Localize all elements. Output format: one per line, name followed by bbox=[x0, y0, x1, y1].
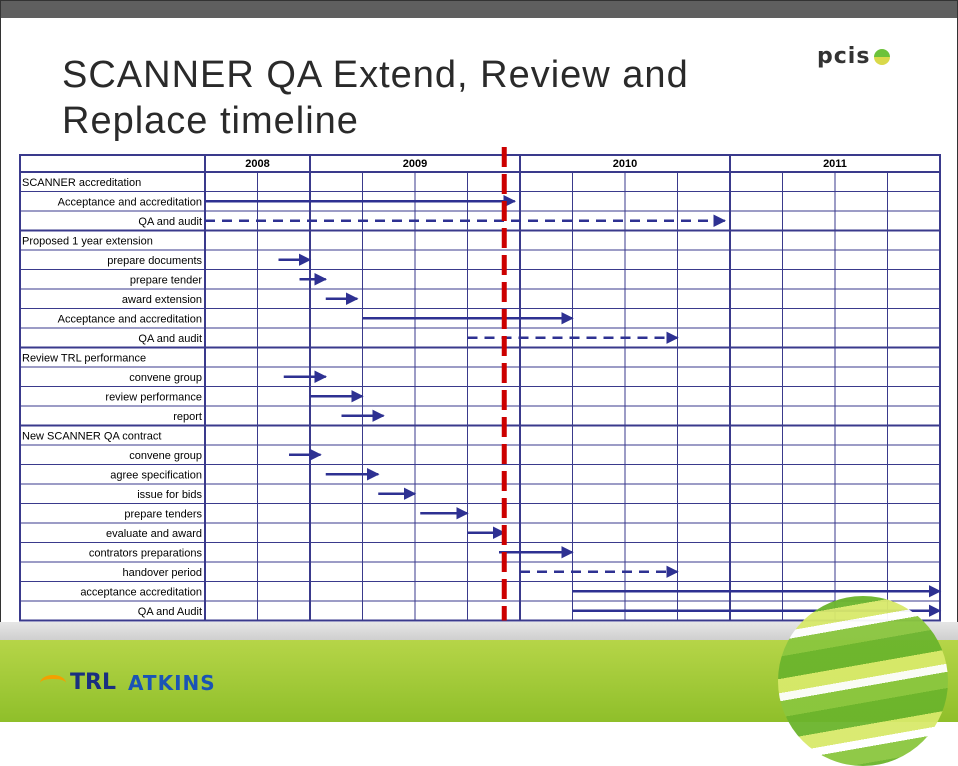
year-label: 2008 bbox=[245, 158, 269, 170]
atkins-logo: ATKINS bbox=[128, 671, 216, 695]
trl-logo: TRL bbox=[40, 670, 116, 695]
task-label: Acceptance and accreditation bbox=[58, 196, 202, 208]
task-label: QA and audit bbox=[138, 216, 202, 228]
trl-swoosh-icon bbox=[40, 675, 66, 691]
pcis-ball-icon bbox=[874, 49, 891, 65]
year-label: 2009 bbox=[403, 158, 427, 170]
group-label: New SCANNER QA contract bbox=[22, 430, 161, 442]
trl-logo-text: TRL bbox=[70, 670, 116, 695]
task-label: QA and audit bbox=[138, 333, 202, 345]
task-label: evaluate and award bbox=[106, 528, 202, 540]
task-label: agree specification bbox=[110, 469, 202, 481]
task-label: Acceptance and accreditation bbox=[58, 313, 202, 325]
task-label: award extension bbox=[122, 294, 202, 306]
task-label: handover period bbox=[122, 567, 202, 579]
group-label: SCANNER accreditation bbox=[22, 177, 141, 189]
pcis-logo: pcis bbox=[817, 44, 891, 69]
slide-title: SCANNER QA Extend, Review and Replace ti… bbox=[62, 54, 689, 142]
task-label: convene group bbox=[129, 450, 202, 462]
task-label: prepare documents bbox=[107, 255, 202, 267]
group-label: Proposed 1 year extension bbox=[22, 235, 153, 247]
task-label: prepare tenders bbox=[124, 508, 202, 520]
task-label: QA and Audit bbox=[138, 606, 202, 618]
task-label: issue for bids bbox=[137, 489, 202, 501]
pcis-logo-text: pcis bbox=[817, 44, 871, 69]
group-label: Review TRL performance bbox=[22, 352, 146, 364]
task-label: convene group bbox=[129, 372, 202, 384]
task-label: contrators preparations bbox=[89, 547, 203, 559]
task-label: report bbox=[173, 411, 202, 423]
task-label: acceptance accreditation bbox=[80, 586, 202, 598]
task-label: review performance bbox=[105, 391, 202, 403]
slide-top-bar bbox=[0, 0, 958, 18]
task-label: prepare tender bbox=[130, 274, 202, 286]
year-label: 2011 bbox=[823, 158, 847, 170]
footer-grey-band bbox=[0, 622, 958, 640]
globe-icon bbox=[778, 596, 948, 766]
year-label: 2010 bbox=[613, 158, 637, 170]
